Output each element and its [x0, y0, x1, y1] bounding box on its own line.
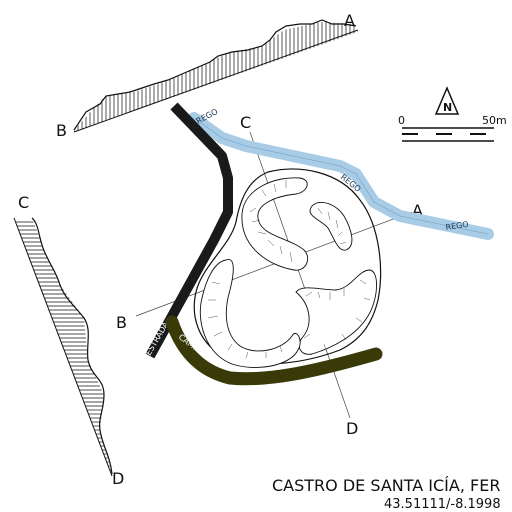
profile-a-b-label-b: B: [56, 121, 67, 140]
profile-a-b-label-a: A: [344, 11, 355, 30]
scale-bar: 0 50m: [398, 114, 507, 142]
plan-label-d: D: [346, 419, 358, 438]
path-camino-band: [165, 315, 383, 386]
stream-label-3: REGO: [445, 220, 469, 232]
profile-a-b-surface: [73, 19, 357, 131]
profile-a-b-baseline: [73, 29, 359, 133]
profile-c-d-baseline: [13, 217, 113, 477]
mound-north-s: [241, 177, 308, 271]
profile-c-d-label-d: D: [112, 469, 124, 488]
plan-label-a: A: [412, 201, 423, 220]
north-arrow-shape: [434, 86, 460, 115]
mound-hatch-1: [249, 180, 293, 263]
site-coordinates: 43.51111/-8.1998: [384, 497, 501, 512]
mound-hatch-2: [317, 207, 347, 245]
castro-enclosure-outline: [193, 168, 382, 365]
scale-label-zero: 0: [398, 114, 405, 127]
mound-west: [199, 259, 301, 368]
north-arrow: N: [434, 86, 460, 115]
profile-c-d: C D: [13, 193, 124, 488]
plan-label-b: B: [116, 313, 127, 332]
mound-east: [295, 269, 377, 355]
mound-hatching: [207, 180, 371, 359]
plan-label-c: C: [240, 113, 251, 132]
castro-mounds: [199, 177, 377, 368]
scale-label-max: 50m: [482, 114, 507, 127]
profile-c-d-label-c: C: [18, 193, 29, 212]
road-estrada-band: [145, 102, 233, 359]
mound-hatch-4: [207, 281, 283, 359]
stream-rego-edge: [193, 117, 489, 235]
north-label: N: [443, 101, 452, 114]
mound-northeast: [309, 202, 353, 251]
site-title: CASTRO DE SANTA ICÍA, FER: [272, 476, 500, 495]
mound-hatch-3: [303, 279, 371, 351]
profile-c-d-surface: [31, 217, 113, 475]
